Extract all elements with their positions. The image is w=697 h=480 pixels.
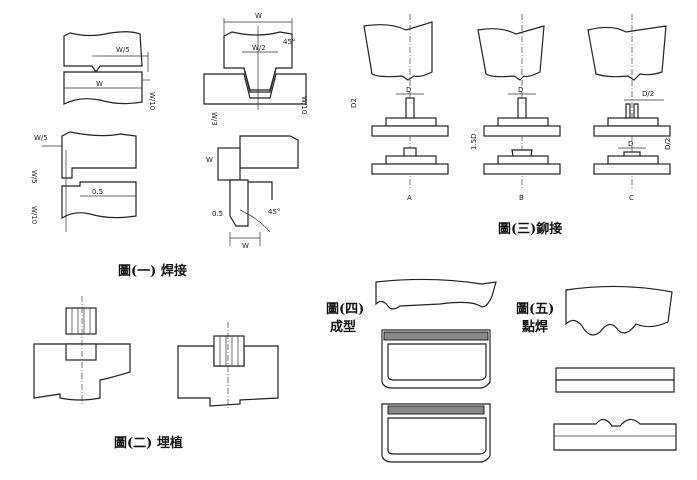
dim-d2: D2 [350, 98, 358, 108]
dim-gap-2: 0.5 [212, 210, 223, 218]
caption-fig3: 圖(三)鉚接 [498, 222, 563, 237]
dim-d-b: D [518, 86, 523, 94]
dim-w-fifth-3: W/5 [30, 170, 38, 184]
dim-w-fifth: W/5 [116, 46, 130, 54]
rivet-label-c: C [629, 194, 634, 202]
dim-w-tenth-2: W/10 [300, 96, 308, 114]
weld-v-groove: W W/2 45° W/3 W/10 [203, 12, 308, 126]
caption-fig4-line2: 成型 [330, 320, 357, 335]
fig5-spot-welding [553, 285, 677, 451]
caption-fig2: 圖(二) 埋植 [114, 436, 183, 451]
embed-after [177, 322, 279, 410]
fig2-embedding [33, 296, 279, 410]
rivet-label-b: B [519, 194, 524, 202]
weld-t-joint: W W 0.5 45° [206, 135, 299, 250]
rivet-c: D/2 D/2 D C [587, 14, 672, 202]
dim-1-5d: 1.5D [470, 133, 478, 150]
dim-gap: 0.5 [92, 188, 103, 196]
rivet-label-a: A [407, 194, 412, 202]
fig4-forming [375, 278, 497, 463]
dim-w-top: W [255, 12, 262, 20]
rivet-a: D D2 A [350, 14, 449, 202]
caption-fig4-line1: 圖(四) [326, 302, 365, 317]
dim-w: W [96, 80, 103, 88]
dim-d-c: D [628, 140, 633, 148]
dim-angle: 45° [283, 38, 295, 46]
fig3-riveting: D D2 A D 1.5D B [350, 14, 672, 202]
caption-fig5-line2: 點焊 [522, 320, 549, 335]
dim-w-third: W/3 [210, 112, 218, 126]
dim-w-tenth-3: W/10 [30, 206, 38, 224]
dim-w-half: W/2 [252, 44, 266, 52]
dim-w-side: W [206, 156, 213, 164]
dim-d-a: D [406, 86, 411, 94]
weld-butt-joint: W/5 W W/10 [63, 31, 156, 110]
dim-angle-2: 45° [268, 208, 280, 216]
dim-w-fifth-2: W/5 [34, 134, 48, 142]
dim-w-tenth: W/10 [148, 92, 156, 110]
fig1-welding: W/5 W W/10 W W/2 45° W/3 W/10 W/5 [30, 12, 308, 250]
caption-fig1: 圖(一) 焊接 [118, 264, 187, 279]
embed-before [33, 296, 131, 406]
rivet-b: D 1.5D B [470, 14, 561, 202]
dim-d-half-2: D/2 [664, 138, 672, 150]
weld-lap-joint: W/5 0.5 W/5 W/10 [30, 131, 137, 232]
caption-fig5-line1: 圖(五) [516, 302, 555, 317]
dim-d-half: D/2 [642, 90, 654, 98]
dim-w-bottom: W [242, 242, 249, 250]
